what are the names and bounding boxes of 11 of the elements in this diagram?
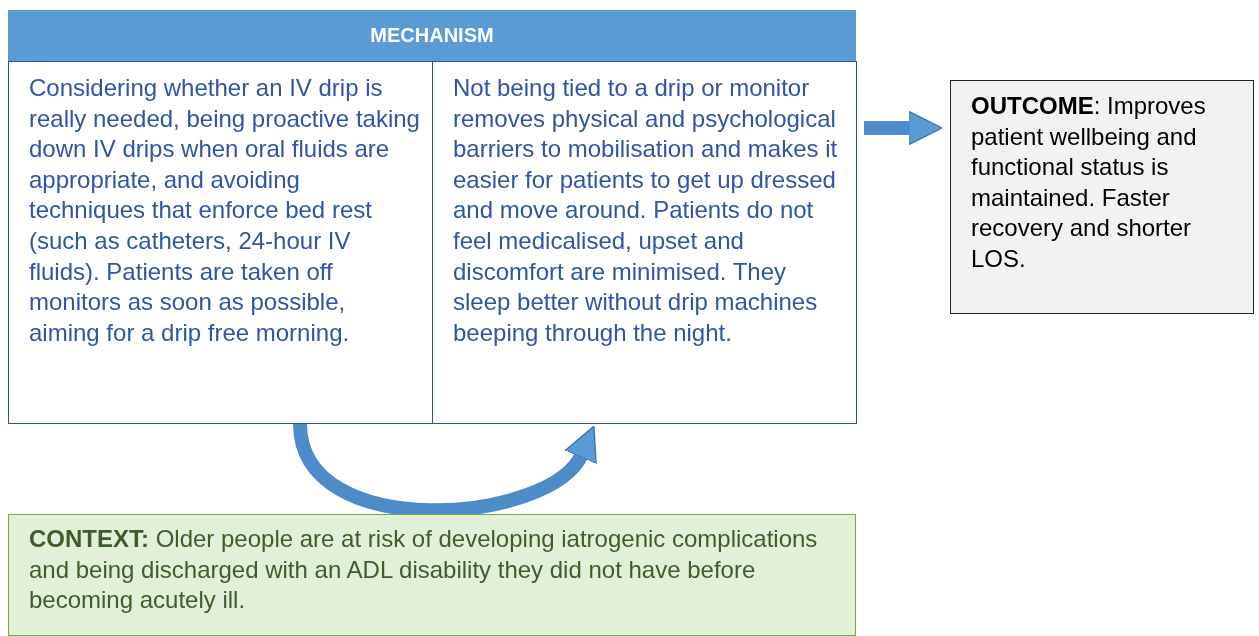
body-text: CONTEXT: Older people are at risk of developing iatrogenic complications and being discharged with an ADL disability they did not have before becoming acutely ill. (29, 524, 819, 616)
arrow (864, 110, 943, 146)
body-text: Not being tied to a drip or monitor removes physical and psychological barriers to mobilisation and makes it easier for patients to get up dressed and move around. Patients do not feel medicalised, upset and discomfort are minimised. They sleep better without drip machines beeping through the night. (453, 73, 839, 348)
context-box (8, 514, 856, 636)
panel-header: MECHANISM (8, 10, 856, 61)
body-text: Considering whether an IV drip is really needed, being proactive taking down IV drips when oral fluids are appropriate, and avoiding techniques that enforce bed rest (such as catheters, 24-hour IV fluids). Patients are taken off monitors as soon as possible, aiming for a drip free morning. (29, 73, 420, 348)
mechanism-panel (8, 10, 856, 423)
outcome-box (950, 80, 1254, 314)
body-text: OUTCOME: Improves patient wellbeing and functional status is maintained. Faster recovery and shorter LOS. (971, 91, 1207, 274)
text-box (432, 61, 857, 424)
text-box (8, 61, 433, 424)
